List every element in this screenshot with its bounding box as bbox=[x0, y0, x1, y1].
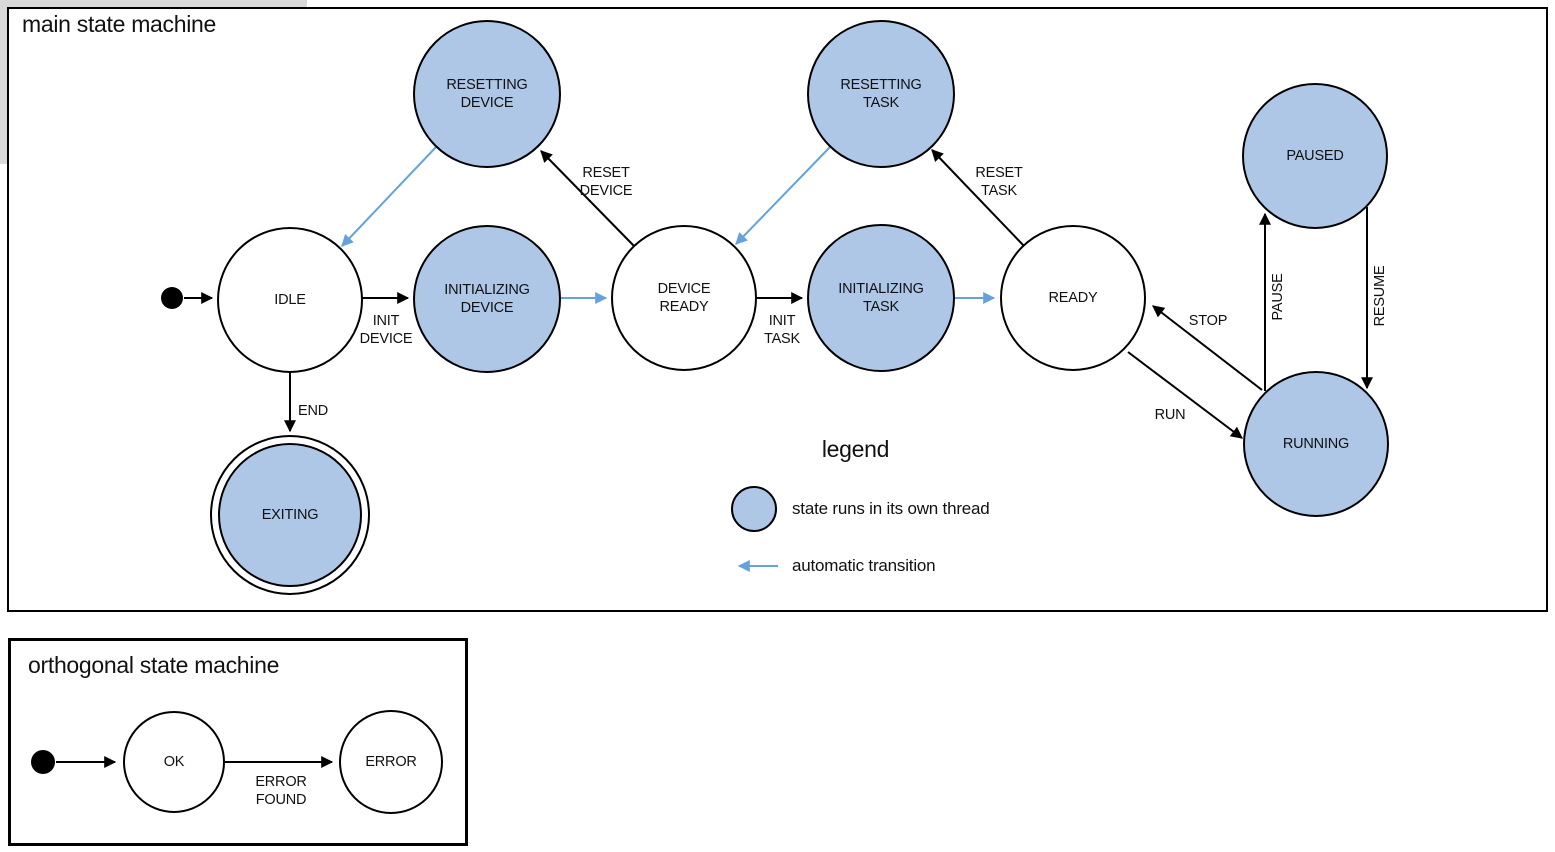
transition-resume-label: RESUME bbox=[1372, 265, 1388, 327]
ortho-panel-title: orthogonal state machine bbox=[28, 652, 280, 678]
legend-title: legend bbox=[821, 436, 890, 462]
state-initializing-task-label: INITIALIZING TASK bbox=[838, 281, 924, 315]
state-ok-label: OK bbox=[163, 754, 185, 770]
state-ready-label: READY bbox=[1048, 290, 1098, 306]
transition-init-device-label: INIT DEVICE bbox=[359, 313, 413, 347]
main-state-machine-panel bbox=[7, 7, 1548, 612]
transition-stop-label: STOP bbox=[1188, 313, 1228, 329]
transition-reset-task-label: RESET TASK bbox=[975, 165, 1023, 199]
state-idle-label: IDLE bbox=[274, 292, 306, 308]
transition-reset-device-label: RESET DEVICE bbox=[579, 165, 633, 199]
state-paused-label: PAUSED bbox=[1286, 148, 1344, 164]
state-device-ready-label: DEVICE READY bbox=[657, 281, 711, 315]
transition-pause-label: PAUSE bbox=[1270, 273, 1286, 321]
state-resetting-device-label: RESETTING DEVICE bbox=[446, 77, 528, 111]
main-panel-title: main state machine bbox=[22, 11, 217, 37]
legend-threaded-label: state runs in its own thread bbox=[792, 499, 990, 518]
state-running-label: RUNNING bbox=[1282, 436, 1350, 452]
transition-error-found-label: ERROR FOUND bbox=[255, 774, 307, 808]
transition-end-label: END bbox=[298, 403, 329, 419]
state-resetting-task-label: RESETTING TASK bbox=[840, 77, 922, 111]
state-exiting-label: EXITING bbox=[261, 507, 319, 523]
state-error-label: ERROR bbox=[365, 754, 417, 770]
state-initializing-device-label: INITIALIZING DEVICE bbox=[444, 282, 530, 316]
transition-init-task-label: INIT TASK bbox=[764, 313, 800, 347]
legend-auto-label: automatic transition bbox=[792, 556, 936, 575]
transition-run-label: RUN bbox=[1154, 407, 1186, 423]
